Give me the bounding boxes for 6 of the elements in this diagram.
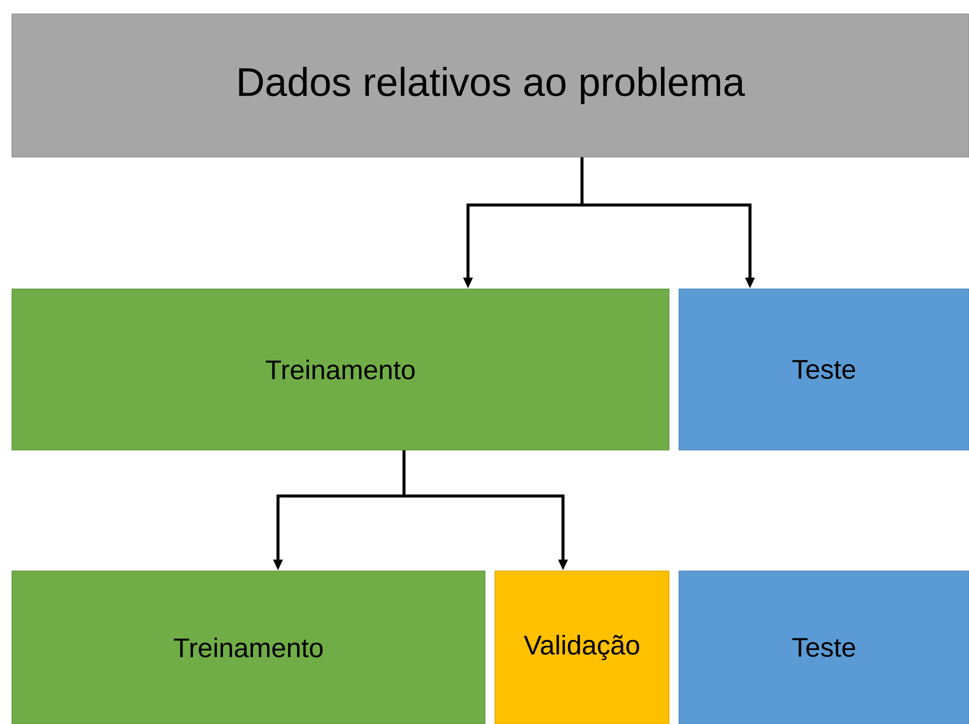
- split-box: Treinamento: [12, 288, 670, 450]
- split-box: Treinamento: [12, 570, 486, 724]
- split-box: Teste: [678, 570, 969, 724]
- heading-box: Dados relativos ao problema: [12, 14, 969, 158]
- split-box: Teste: [678, 288, 969, 450]
- split-box: Validação: [494, 570, 670, 724]
